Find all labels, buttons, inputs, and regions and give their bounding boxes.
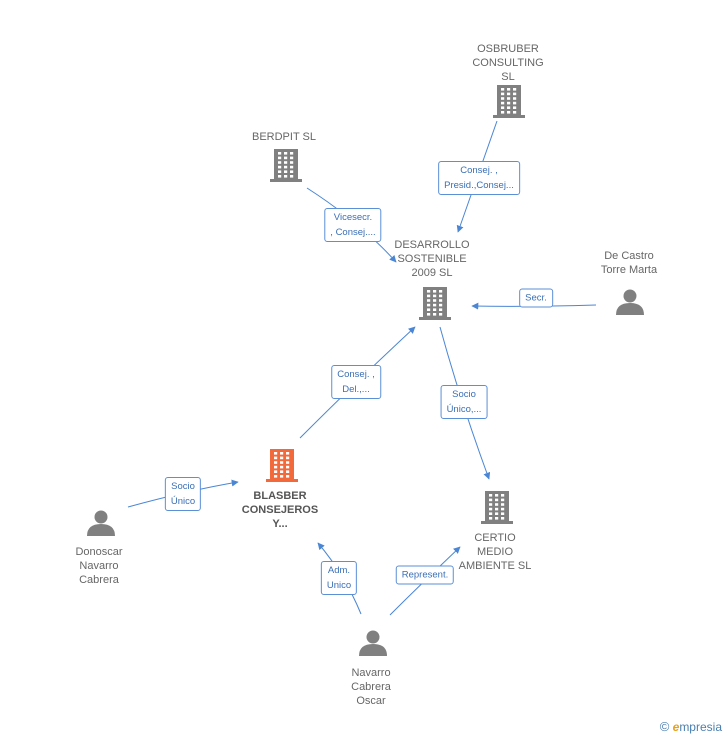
node-label-decastro[interactable]: De Castro Torre Marta [600, 250, 658, 276]
building-icon-desarrollo[interactable] [419, 287, 451, 320]
building-icon-berdpit[interactable] [270, 149, 302, 182]
person-icon-donoscar[interactable] [87, 510, 115, 537]
node-label-berdpit[interactable]: BERDPIT SL [252, 131, 316, 143]
empresia-brand[interactable]: © empresia [660, 719, 722, 734]
person-icon-decastro[interactable] [616, 289, 644, 316]
building-icon-certio[interactable] [481, 491, 513, 524]
edge-label-decastro-desarrollo[interactable]: Secr. [519, 288, 553, 308]
edge-label-osbruber-desarrollo[interactable]: Consej. , Presid.,Consej... [438, 161, 520, 195]
node-label-osbruber[interactable]: OSBRUBER CONSULTING SL [472, 43, 544, 83]
edge-label-navarro-blasber[interactable]: Adm. Unico [320, 561, 358, 595]
brand-name: mpresia [679, 720, 722, 734]
person-icon-navarro[interactable] [359, 630, 387, 657]
building-icon-osbruber[interactable] [493, 85, 525, 118]
node-label-navarro[interactable]: Navarro Cabrera Oscar [351, 667, 391, 707]
node-label-desarrollo[interactable]: DESARROLLO SOSTENIBLE 2009 SL [394, 239, 470, 279]
node-label-blasber[interactable]: BLASBER CONSEJEROS Y... [241, 490, 319, 530]
building-icon-blasber[interactable] [266, 449, 298, 482]
copyright-symbol: © [659, 719, 670, 734]
brand-initial: e [672, 720, 680, 734]
edge-label-blasber-desarrollo[interactable]: Consej. , Del.,... [331, 365, 381, 399]
edge-label-navarro-certio[interactable]: Represent. [395, 565, 455, 585]
node-label-certio[interactable]: CERTIO MEDIO AMBIENTE SL [458, 532, 532, 572]
edge-label-berdpit-desarrollo[interactable]: Vicesecr. , Consej.... [324, 208, 382, 242]
edge-label-desarrollo-certio[interactable]: Socio Único,... [440, 385, 488, 419]
edge-label-donoscar-blasber[interactable]: Socio Único [164, 477, 202, 511]
node-label-donoscar[interactable]: Donoscar Navarro Cabrera [75, 546, 123, 586]
